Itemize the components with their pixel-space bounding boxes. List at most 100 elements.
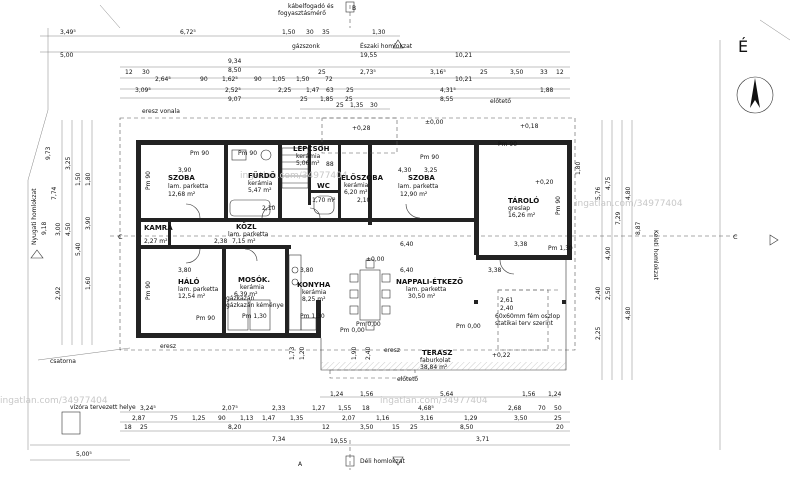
svg-text:12: 12: [125, 69, 133, 76]
svg-text:lam. parketta: lam. parketta: [178, 286, 219, 293]
svg-text:3,80: 3,80: [300, 267, 314, 274]
svg-text:3,16: 3,16: [420, 415, 434, 422]
svg-text:+0,20: +0,20: [535, 179, 554, 186]
svg-text:greslap: greslap: [508, 205, 530, 212]
svg-text:1,85: 1,85: [320, 96, 334, 103]
svg-text:±0,00: ±0,00: [366, 256, 385, 263]
svg-text:Pm 90: Pm 90: [145, 281, 152, 300]
terrace-outline: [320, 260, 567, 371]
svg-text:1,47: 1,47: [262, 415, 276, 422]
svg-text:Pm 0,00: Pm 0,00: [340, 327, 365, 334]
section-mark-c-right: C: [733, 233, 738, 241]
svg-text:2,92: 2,92: [55, 286, 62, 300]
svg-text:25: 25: [140, 424, 148, 431]
room-nappali: NAPPALI-ÉTKEZŐ lam. parketta 30,50 m²: [396, 277, 463, 300]
gutter-line: [37, 347, 131, 361]
svg-text:1,30: 1,30: [372, 29, 386, 36]
svg-text:12,90 m²: 12,90 m²: [400, 191, 428, 198]
watermark-3: ingatlan.com/34977404: [0, 396, 108, 406]
svg-text:35: 35: [322, 29, 330, 36]
outer-walls: [136, 140, 572, 338]
right-dimensions: 4,75 4,80 7,29 8,87 4,90 5,76 2,40 2,50 …: [575, 161, 642, 340]
svg-text:6,20 m²: 6,20 m²: [344, 189, 368, 196]
bottom-dimension-lines: [30, 396, 570, 461]
annot-gutter: csatorna: [50, 358, 76, 365]
canopy-outline-2: [329, 369, 416, 379]
svg-text:4,90: 4,90: [605, 246, 612, 260]
annot-water-meter: vízóra tervezett helye: [70, 404, 136, 411]
svg-text:63: 63: [326, 87, 334, 94]
bathroom-fixtures: [229, 149, 335, 217]
top-dimensions: 3,49⁵ 6,72⁵ 1,50 30 35 1,30 5,00 19,55 1…: [60, 29, 564, 109]
svg-text:5,00: 5,00: [60, 52, 74, 59]
annot-eaves: eresz: [160, 343, 176, 350]
svg-text:1,35: 1,35: [350, 102, 364, 109]
facade-south: Déli homlokzat: [360, 458, 406, 465]
svg-text:25: 25: [346, 87, 354, 94]
svg-text:TERASZ: TERASZ: [422, 349, 452, 357]
annot-canopy2: előtető: [397, 376, 418, 383]
svg-text:4,80: 4,80: [625, 306, 632, 320]
annot-gas-meter: gázszonk: [292, 43, 320, 50]
svg-text:8,50: 8,50: [460, 424, 474, 431]
svg-text:1,50: 1,50: [296, 76, 310, 83]
room-szoba-1: SZOBA lam. parketta 12,68 m²: [168, 174, 209, 198]
svg-text:1,80: 1,80: [575, 161, 582, 175]
annot-steel-column-1: 60x60mm fém oszlop: [495, 313, 560, 320]
svg-text:5,00⁵: 5,00⁵: [76, 451, 92, 458]
svg-text:SZOBA: SZOBA: [168, 174, 195, 182]
room-lepcsoh: LÉPCSŐH kerámia 5,06 m²: [293, 144, 330, 167]
room-mosok: MOSÓK. kerámia 6,39 m²: [234, 275, 270, 298]
svg-text:1,24: 1,24: [548, 391, 562, 398]
svg-text:2,10: 2,10: [357, 197, 371, 204]
section-mark-c-left: C: [118, 233, 123, 241]
svg-text:kerámia: kerámia: [296, 153, 321, 160]
room-szoba-2: SZOBA lam. parketta 12,90 m²: [398, 174, 439, 198]
facade-west: Nyugati homlokzat: [31, 188, 38, 245]
svg-text:12,54 m²: 12,54 m²: [178, 293, 206, 300]
svg-text:18: 18: [124, 424, 132, 431]
room-konyha: KONYHA kerámia 8,25 m²: [297, 281, 331, 303]
svg-text:2,10: 2,10: [262, 205, 276, 212]
svg-text:1,50: 1,50: [282, 29, 296, 36]
svg-text:1,70 m²: 1,70 m²: [312, 197, 336, 204]
svg-text:4,75: 4,75: [605, 176, 612, 190]
room-terasz: TERASZ faburkolat 38,84 m²: [420, 349, 452, 371]
svg-text:25: 25: [300, 96, 308, 103]
svg-text:1,62⁵: 1,62⁵: [222, 76, 238, 83]
svg-text:kerámia: kerámia: [344, 182, 369, 189]
svg-text:3,49⁵: 3,49⁵: [60, 29, 76, 36]
svg-text:kerámia: kerámia: [240, 284, 265, 291]
svg-text:1,50: 1,50: [75, 172, 82, 186]
svg-text:30: 30: [306, 29, 314, 36]
svg-text:19,55: 19,55: [330, 438, 347, 445]
svg-text:8,20: 8,20: [228, 424, 242, 431]
svg-text:Pm 90: Pm 90: [555, 196, 562, 215]
svg-text:FÜRDŐ: FÜRDŐ: [248, 171, 276, 180]
svg-text:Pm 1,30: Pm 1,30: [242, 313, 267, 320]
svg-text:25: 25: [410, 424, 418, 431]
svg-text:8,25 m²: 8,25 m²: [302, 296, 326, 303]
svg-text:KONYHA: KONYHA: [297, 281, 331, 289]
svg-text:20: 20: [556, 424, 564, 431]
svg-text:4,30: 4,30: [398, 167, 412, 174]
svg-text:kerámia: kerámia: [248, 180, 273, 187]
svg-text:9,18: 9,18: [41, 221, 48, 235]
svg-text:Pm 90: Pm 90: [196, 315, 215, 322]
svg-text:Pm 0,00: Pm 0,00: [356, 321, 381, 328]
svg-text:3,90: 3,90: [178, 167, 192, 174]
svg-text:3,09⁵: 3,09⁵: [135, 87, 151, 94]
svg-text:2,73⁵: 2,73⁵: [360, 69, 376, 76]
svg-text:38,84 m²: 38,84 m²: [420, 364, 448, 371]
svg-text:2,68: 2,68: [508, 405, 522, 412]
svg-text:lam. parketta: lam. parketta: [168, 183, 209, 190]
svg-text:faburkolat: faburkolat: [420, 357, 451, 364]
svg-text:ELŐSZOBA: ELŐSZOBA: [341, 173, 384, 182]
svg-text:lam. parketta: lam. parketta: [406, 286, 447, 293]
room-wc: WC 1,70 m²: [312, 182, 336, 204]
svg-text:3,24⁵: 3,24⁵: [140, 405, 156, 412]
left-dimensions: 1,80 1,50 3,00 4,50 2,92 9,18 7,74 5,40 …: [41, 146, 92, 300]
watermark-1: ingatlan.com/34977404: [575, 199, 683, 209]
svg-text:1,29: 1,29: [464, 415, 478, 422]
svg-text:25: 25: [336, 102, 344, 109]
